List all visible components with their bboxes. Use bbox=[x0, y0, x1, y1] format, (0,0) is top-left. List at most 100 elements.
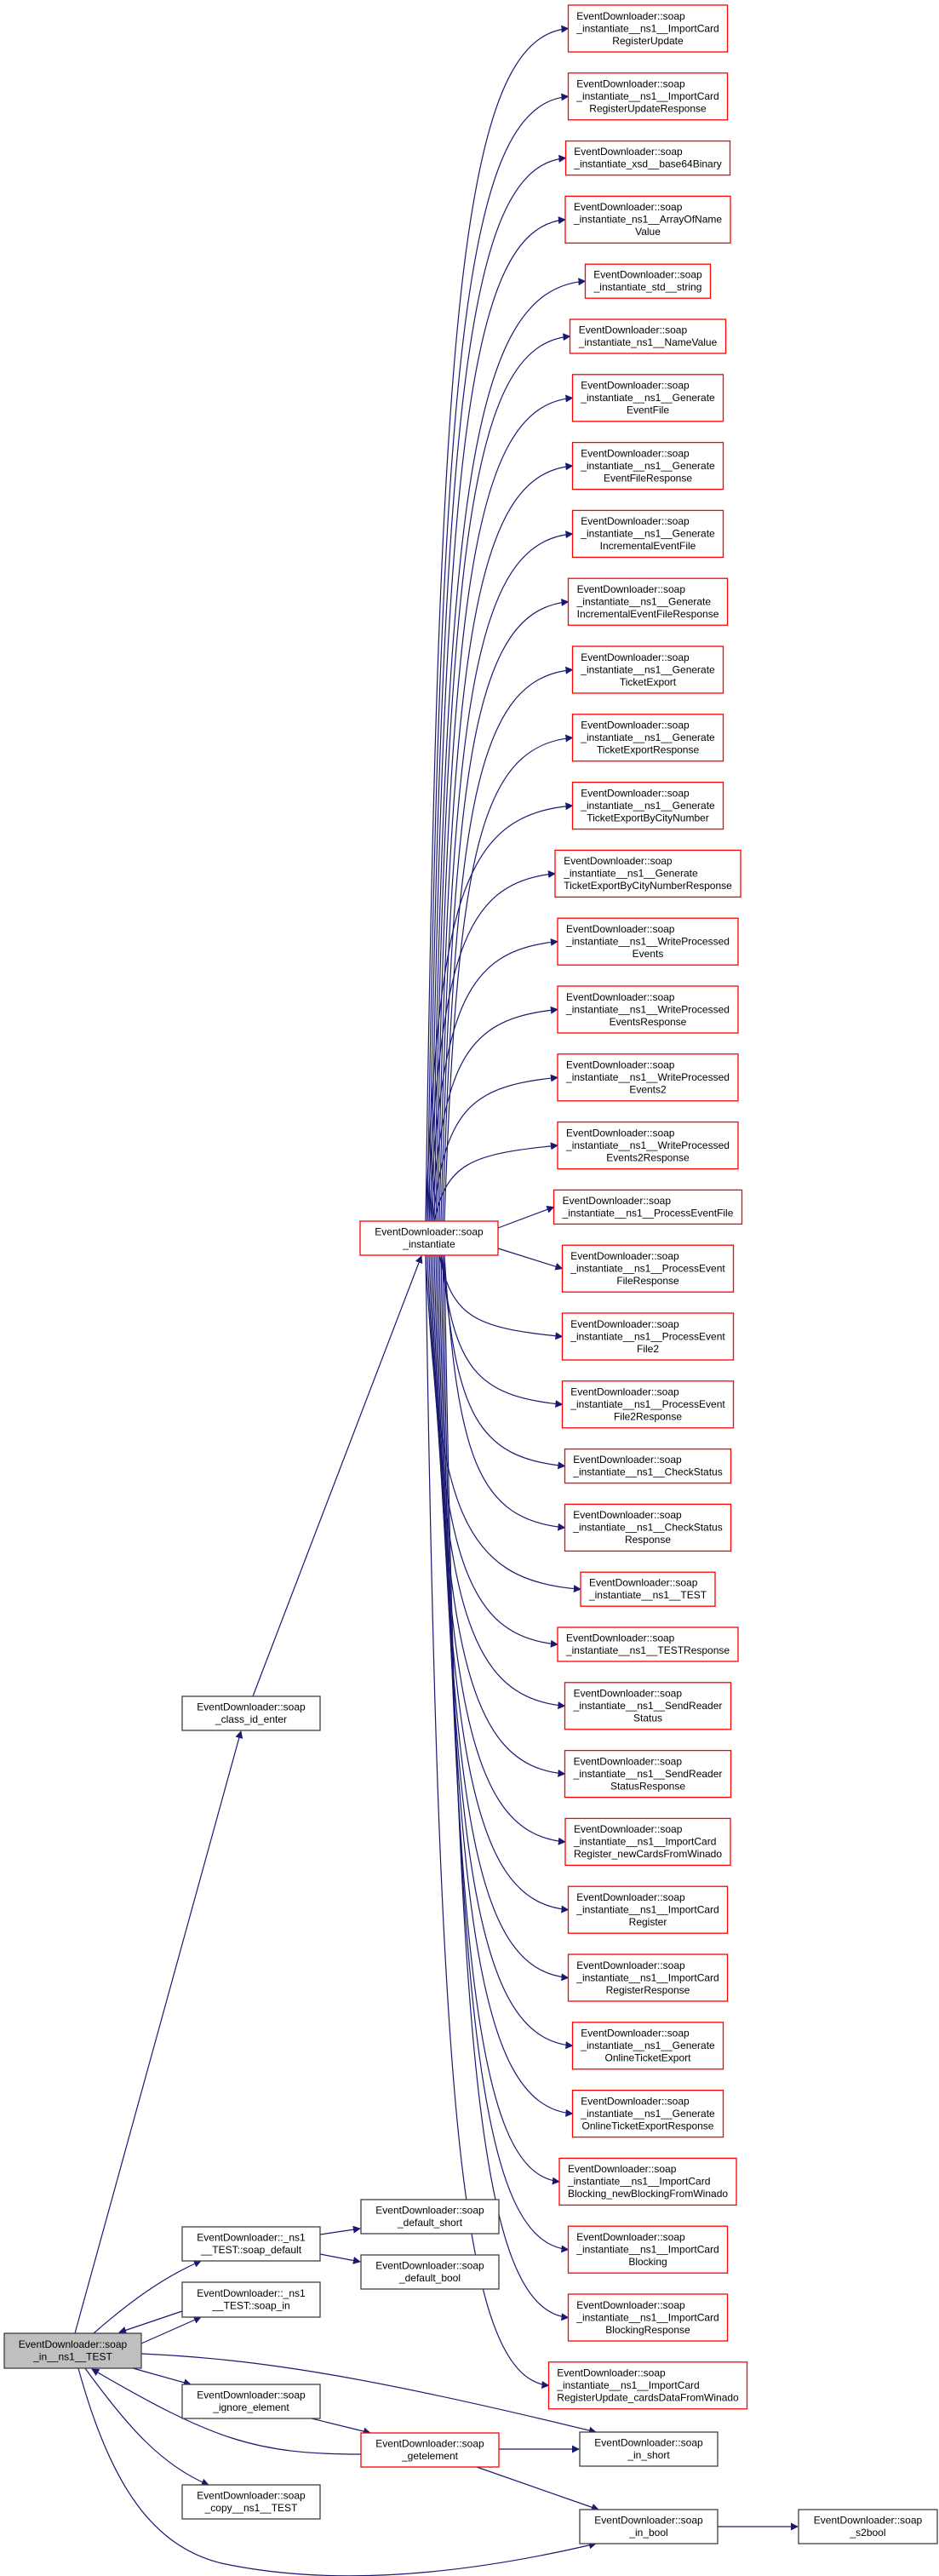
node-label-line: _instantiate__ns1__ProcessEvent bbox=[570, 1398, 725, 1410]
node-r29[interactable]: EventDownloader::soap_instantiate__ns1__… bbox=[564, 1817, 731, 1867]
node-r6[interactable]: EventDownloader::soap_instantiate_ns1__N… bbox=[569, 318, 727, 354]
node-r20[interactable]: EventDownloader::soap_instantiate__ns1__… bbox=[561, 1244, 735, 1293]
node-r18[interactable]: EventDownloader::soap_instantiate__ns1__… bbox=[557, 1121, 739, 1170]
node-r31[interactable]: EventDownloader::soap_instantiate__ns1__… bbox=[567, 1954, 729, 2002]
node-r4[interactable]: EventDownloader::soap_instantiate_ns1__A… bbox=[564, 195, 731, 244]
node-r5[interactable]: EventDownloader::soap_instantiate_std__s… bbox=[584, 263, 712, 299]
node-main[interactable]: EventDownloader::soap_in__ns1__TEST bbox=[3, 2332, 142, 2369]
node-r3[interactable]: EventDownloader::soap_instantiate_xsd__b… bbox=[564, 140, 731, 176]
node-label-line: EventFileResponse bbox=[604, 472, 692, 484]
node-label-line: EventDownloader::soap bbox=[577, 583, 686, 595]
node-box bbox=[181, 2384, 321, 2419]
node-label-line: _instantiate__ns1__ProcessEvent bbox=[570, 1330, 725, 1342]
edge-instantiate-to-r2 bbox=[427, 93, 570, 1222]
node-label-line: TicketExportByCityNumber bbox=[587, 812, 709, 823]
node-label-line: _instantiate__ns1__ImportCard bbox=[573, 1836, 716, 1848]
node-r10[interactable]: EventDownloader::soap_instantiate__ns1__… bbox=[567, 577, 729, 626]
node-label-line: EventDownloader::soap bbox=[581, 447, 690, 459]
node-label-line: _getelement bbox=[401, 2450, 459, 2462]
edge-soap_in-to-main bbox=[118, 2310, 183, 2334]
node-ignore-element[interactable]: EventDownloader::soap_ignore_element bbox=[181, 2384, 321, 2419]
node-label-line: FileResponse bbox=[616, 1275, 679, 1287]
node-label-line: TicketExportResponse bbox=[597, 744, 700, 756]
node-label-line: EventDownloader::soap bbox=[576, 1891, 685, 1903]
node-label-line: EventDownloader::soap bbox=[576, 2299, 685, 2311]
node-box bbox=[557, 1121, 739, 1170]
node-label-line: EventDownloader::soap bbox=[593, 269, 702, 281]
node-r12[interactable]: EventDownloader::soap_instantiate__ns1__… bbox=[571, 714, 724, 762]
node-in-bool[interactable]: EventDownloader::soap_in_bool bbox=[579, 2509, 719, 2544]
node-label-line: EventDownloader::soap bbox=[566, 1059, 675, 1071]
node-r11[interactable]: EventDownloader::soap_instantiate__ns1__… bbox=[571, 645, 724, 694]
edge-main-to-in_bool bbox=[77, 2367, 597, 2576]
node-r28[interactable]: EventDownloader::soap_instantiate__ns1__… bbox=[564, 1749, 732, 1799]
node-r33[interactable]: EventDownloader::soap_instantiate__ns1__… bbox=[571, 2089, 724, 2138]
node-copy[interactable]: EventDownloader::soap_copy__ns1__TEST bbox=[181, 2484, 321, 2520]
node-r1[interactable]: EventDownloader::soap_instantiate__ns1__… bbox=[567, 4, 729, 53]
node-r24[interactable]: EventDownloader::soap_instantiate__ns1__… bbox=[564, 1503, 732, 1552]
node-label-line: File2Response bbox=[614, 1411, 682, 1423]
node-s2bool[interactable]: EventDownloader::soap_s2bool bbox=[798, 2509, 938, 2544]
node-label-line: _copy__ns1__TEST bbox=[204, 2502, 298, 2514]
node-label-line: EventDownloader::soap bbox=[576, 2231, 685, 2243]
node-class-id-enter[interactable]: EventDownloader::soap_class_id_enter bbox=[181, 1695, 321, 1731]
node-box bbox=[181, 2226, 321, 2262]
node-r23[interactable]: EventDownloader::soap_instantiate__ns1__… bbox=[564, 1448, 732, 1484]
edge-instantiate-to-r15 bbox=[428, 938, 558, 1222]
node-r8[interactable]: EventDownloader::soap_instantiate__ns1__… bbox=[571, 441, 724, 491]
node-r19[interactable]: EventDownloader::soap_instantiate__ns1__… bbox=[553, 1189, 743, 1225]
node-r7[interactable]: EventDownloader::soap_instantiate__ns1__… bbox=[571, 374, 724, 422]
node-label-line: EventDownloader::soap bbox=[574, 1688, 683, 1700]
nodes-layer: EventDownloader::soap_in__ns1__TESTEvent… bbox=[3, 4, 938, 2544]
node-label-line: _ignore_element bbox=[212, 2401, 289, 2413]
node-label-line: _instantiate__ns1__Generate bbox=[580, 392, 715, 404]
edge-instantiate-to-r7 bbox=[435, 394, 574, 1222]
node-r22[interactable]: EventDownloader::soap_instantiate__ns1__… bbox=[561, 1380, 735, 1429]
node-box bbox=[580, 1571, 716, 1607]
node-r13[interactable]: EventDownloader::soap_instantiate__ns1__… bbox=[571, 781, 724, 830]
node-box bbox=[567, 2225, 729, 2274]
node-r17[interactable]: EventDownloader::soap_instantiate__ns1__… bbox=[557, 1053, 739, 1102]
node-default-bool[interactable]: EventDownloader::soap_default_bool bbox=[360, 2254, 500, 2290]
node-label-line: _instantiate__ns1__Generate bbox=[580, 2040, 715, 2051]
node-label-line: Events2Response bbox=[606, 1151, 690, 1163]
node-label-line: RegisterUpdate_cardsDataFromWinado bbox=[557, 2392, 739, 2404]
node-instantiate[interactable]: EventDownloader::soap_instantiate bbox=[359, 1220, 499, 1256]
node-r32[interactable]: EventDownloader::soap_instantiate__ns1__… bbox=[571, 2022, 724, 2070]
node-r2[interactable]: EventDownloader::soap_instantiate__ns1__… bbox=[567, 72, 729, 121]
node-r9[interactable]: EventDownloader::soap_instantiate__ns1__… bbox=[571, 509, 724, 559]
node-label-line: EventDownloader::soap bbox=[594, 2515, 703, 2527]
edges-layer bbox=[74, 25, 799, 2576]
node-box bbox=[359, 1220, 499, 1256]
node-r35[interactable]: EventDownloader::soap_instantiate__ns1__… bbox=[567, 2225, 729, 2274]
node-getelement[interactable]: EventDownloader::soap_getelement bbox=[360, 2432, 500, 2468]
node-box bbox=[561, 1244, 735, 1293]
node-label-line: EventDownloader::soap bbox=[566, 923, 675, 935]
edge-instantiate-to-r18 bbox=[433, 1142, 558, 1222]
node-label-line: EventDownloader::soap bbox=[574, 201, 683, 213]
node-in-short[interactable]: EventDownloader::soap_in_short bbox=[579, 2431, 719, 2467]
node-label-line: IncrementalEventFile bbox=[600, 540, 696, 552]
node-r27[interactable]: EventDownloader::soap_instantiate__ns1__… bbox=[564, 1682, 732, 1730]
edge-instantiate-to-r37 bbox=[425, 1254, 550, 2389]
node-r14[interactable]: EventDownloader::soap_instantiate__ns1__… bbox=[554, 849, 741, 898]
node-r16[interactable]: EventDownloader::soap_instantiate__ns1__… bbox=[557, 985, 739, 1034]
node-r36[interactable]: EventDownloader::soap_instantiate__ns1__… bbox=[567, 2293, 729, 2342]
node-box bbox=[547, 2361, 748, 2410]
node-box bbox=[571, 2022, 724, 2070]
node-r15[interactable]: EventDownloader::soap_instantiate__ns1__… bbox=[557, 917, 739, 966]
node-r34[interactable]: EventDownloader::soap_instantiate__ns1__… bbox=[558, 2157, 737, 2206]
node-r30[interactable]: EventDownloader::soap_instantiate__ns1__… bbox=[567, 1885, 729, 1934]
edge-soap_default-to-default_bool bbox=[319, 2253, 361, 2264]
node-default-short[interactable]: EventDownloader::soap_default_short bbox=[360, 2199, 500, 2235]
node-r26[interactable]: EventDownloader::soap_instantiate__ns1__… bbox=[557, 1626, 739, 1662]
node-soap-in[interactable]: EventDownloader::_ns1__TEST::soap_in bbox=[181, 2281, 321, 2318]
node-label-line: EventDownloader::soap bbox=[375, 2260, 484, 2272]
node-label-line: EventDownloader::soap bbox=[589, 1577, 698, 1589]
node-box bbox=[554, 849, 741, 898]
edge-getelement-to-in_bool bbox=[476, 2466, 599, 2511]
node-soap-default[interactable]: EventDownloader::_ns1__TEST::soap_defaul… bbox=[181, 2226, 321, 2262]
node-r21[interactable]: EventDownloader::soap_instantiate__ns1__… bbox=[561, 1312, 735, 1361]
node-r25[interactable]: EventDownloader::soap_instantiate__ns1__… bbox=[580, 1571, 716, 1607]
node-r37[interactable]: EventDownloader::soap_instantiate__ns1__… bbox=[547, 2361, 748, 2410]
